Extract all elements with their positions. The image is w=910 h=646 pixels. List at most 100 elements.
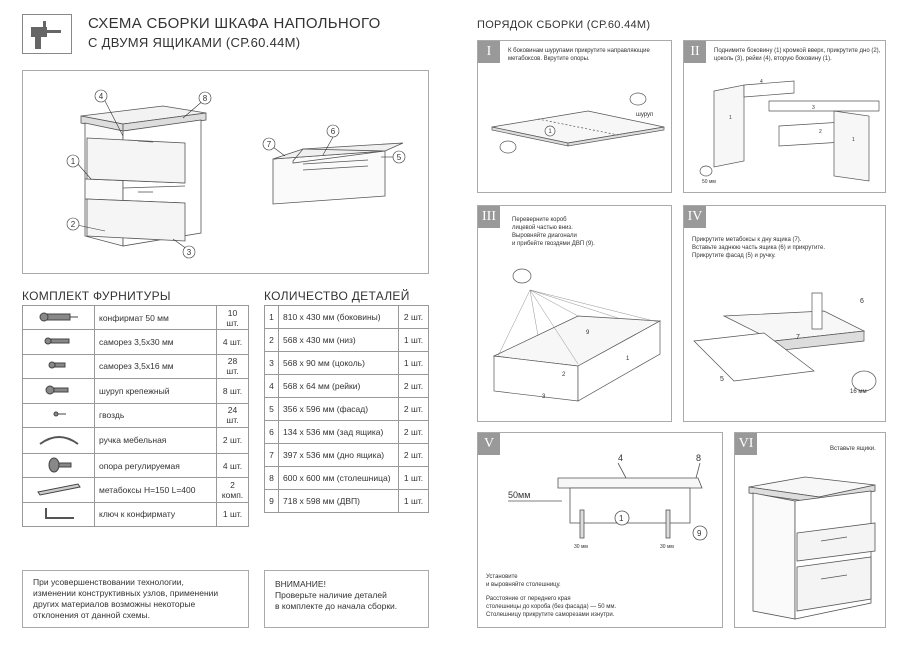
parts-row: 5 356 х 596 мм (фасад) 2 шт. <box>264 397 429 421</box>
step-5-number: V <box>478 433 500 455</box>
fixing-screw-icon <box>22 378 95 404</box>
improvement-note: При усовершенствовании технологии, измен… <box>22 570 249 628</box>
adjustable-foot-icon <box>22 452 95 479</box>
hardware-row: опора регулируемая 4 шт. <box>22 452 249 479</box>
page-subtitle: С ДВУМЯ ЯЩИКАМИ (СР.60.44М) <box>88 35 301 50</box>
parts-row: 9 718 х 598 мм (ДВП) 1 шт. <box>264 489 429 513</box>
callout-8: 8 <box>203 94 208 103</box>
parts-row: 2 568 х 430 мм (низ) 1 шт. <box>264 328 429 352</box>
part-number: 3 <box>264 351 279 375</box>
part-number: 6 <box>264 420 279 444</box>
screw-3-5x16-icon <box>22 353 95 380</box>
callout-5: 5 <box>397 153 402 162</box>
part-size: 600 х 600 мм (столешница) <box>278 466 399 490</box>
part-qty: 1 шт. <box>398 489 429 513</box>
step-1-panel: I К боковинам шурупами прикрутите направ… <box>477 40 672 193</box>
step-2-number: II <box>684 41 706 63</box>
hardware-row: ручка мебельная 2 шт. <box>22 426 249 454</box>
part-size: 397 х 536 мм (дно ящика) <box>278 443 399 467</box>
hardware-row: гвоздь 24 шт. <box>22 402 249 428</box>
hardware-row: саморез 3,5х16 мм 28 шт. <box>22 353 249 380</box>
svg-text:50мм: 50мм <box>508 490 530 500</box>
hardware-name: шуруп крепежный <box>94 378 217 404</box>
allen-key-icon <box>22 501 95 528</box>
step-4-panel: IV Прикрутите метабоксы к дну ящика (7).… <box>683 205 886 422</box>
part-qty: 2 шт. <box>398 443 429 467</box>
parts-row: 4 568 х 64 мм (рейки) 2 шт. <box>264 374 429 398</box>
part-qty: 1 шт. <box>398 466 429 490</box>
step-4-number: IV <box>684 206 706 228</box>
part-number: 8 <box>264 466 279 490</box>
part-qty: 1 шт. <box>398 328 429 352</box>
svg-text:16 мм: 16 мм <box>850 389 867 395</box>
step-6-number: VI <box>735 433 757 455</box>
part-qty: 2 шт. <box>398 420 429 444</box>
assembly-order-title: ПОРЯДОК СБОРКИ (СР.60.44М) <box>477 19 651 31</box>
svg-text:1: 1 <box>626 356 630 362</box>
svg-text:30 мм: 30 мм <box>574 544 588 550</box>
part-size: 568 х 64 мм (рейки) <box>278 374 399 398</box>
metabox-icon <box>22 477 95 503</box>
parts-table: 1 810 х 430 мм (боковины) 2 шт.2 568 х 4… <box>264 305 429 513</box>
hardware-name: ручка мебельная <box>94 426 217 454</box>
hardware-name: саморез 3,5х30 мм <box>94 329 217 355</box>
part-number: 2 <box>264 328 279 352</box>
part-qty: 2 шт. <box>398 305 429 329</box>
hardware-qty: 24 шт. <box>216 402 249 428</box>
callout-6: 6 <box>331 127 336 136</box>
part-number: 4 <box>264 374 279 398</box>
page-title: СХЕМА СБОРКИ ШКАФА НАПОЛЬНОГО <box>88 15 381 32</box>
svg-text:9: 9 <box>586 330 590 336</box>
hardware-qty: 28 шт. <box>216 353 249 380</box>
svg-text:1: 1 <box>619 514 624 523</box>
svg-text:1: 1 <box>548 129 552 135</box>
part-size: 568 х 430 мм (низ) <box>278 328 399 352</box>
hardware-qty: 4 шт. <box>216 452 249 479</box>
svg-text:8: 8 <box>696 453 701 463</box>
hardware-row: конфирмат 50 мм 10 шт. <box>22 304 249 331</box>
svg-text:50 мм: 50 мм <box>702 179 716 185</box>
hardware-name: опора регулируемая <box>94 452 217 479</box>
hardware-name: саморез 3,5х16 мм <box>94 353 217 380</box>
hardware-row: метабоксы Н=150 L=400 2 комп. <box>22 477 249 503</box>
part-number: 7 <box>264 443 279 467</box>
parts-row: 6 134 х 536 мм (зад ящика) 2 шт. <box>264 420 429 444</box>
part-number: 1 <box>264 305 279 329</box>
hardware-name: ключ к конфирмату <box>94 501 217 528</box>
hardware-qty: 1 шт. <box>216 501 249 528</box>
svg-text:2: 2 <box>819 129 822 135</box>
svg-text:3: 3 <box>812 105 815 111</box>
part-size: 356 х 596 мм (фасад) <box>278 397 399 421</box>
svg-text:4: 4 <box>760 79 763 85</box>
svg-text:7: 7 <box>796 334 800 341</box>
svg-text:1: 1 <box>729 115 732 121</box>
svg-text:4: 4 <box>618 453 623 463</box>
svg-text:3: 3 <box>542 394 546 400</box>
callout-3: 3 <box>187 248 192 257</box>
hardware-name: метабоксы Н=150 L=400 <box>94 477 217 503</box>
confirmat-screw-icon <box>22 304 95 331</box>
part-size: 718 х 598 мм (ДВП) <box>278 489 399 513</box>
parts-row: 7 397 х 536 мм (дно ящика) 2 шт. <box>264 443 429 467</box>
svg-text:30 мм: 30 мм <box>660 544 674 550</box>
hardware-qty: 2 комп. <box>216 477 249 503</box>
part-qty: 2 шт. <box>398 374 429 398</box>
part-number: 9 <box>264 489 279 513</box>
hardware-qty: 8 шт. <box>216 378 249 404</box>
callout-2: 2 <box>71 220 76 229</box>
hardware-row: саморез 3,5х30 мм 4 шт. <box>22 329 249 355</box>
nail-icon <box>22 402 95 428</box>
assembly-logo-icon <box>22 14 72 54</box>
step-2-panel: II Поднимите боковину (1) кромкой вверх,… <box>683 40 886 193</box>
step-1-number: I <box>478 41 500 63</box>
svg-text:1: 1 <box>852 137 855 143</box>
part-size: 810 х 430 мм (боковины) <box>278 305 399 329</box>
step-6-panel: VI Вставьте ящики. <box>734 432 886 628</box>
hardware-table: конфирмат 50 мм 10 шт. саморез 3,5х30 мм… <box>22 304 249 528</box>
hardware-name: гвоздь <box>94 402 217 428</box>
parts-row: 3 568 х 90 мм (цоколь) 1 шт. <box>264 351 429 375</box>
part-qty: 2 шт. <box>398 397 429 421</box>
callout-7: 7 <box>267 140 272 149</box>
part-size: 134 х 536 мм (зад ящика) <box>278 420 399 444</box>
step-3-panel: III Переверните короб лицевой частью вни… <box>477 205 672 422</box>
